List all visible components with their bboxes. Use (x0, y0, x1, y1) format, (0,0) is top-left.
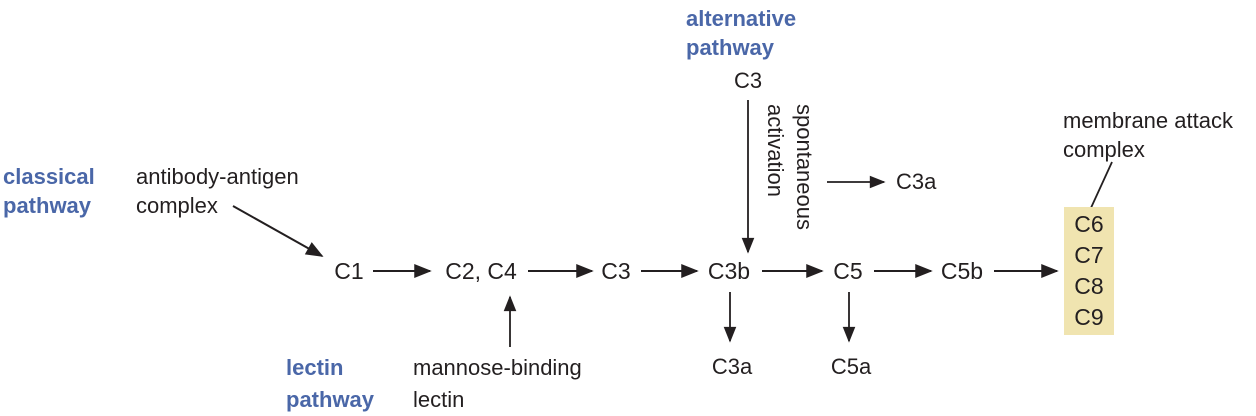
mannose-binding-lectin-line2: lectin (413, 387, 465, 412)
cascade-node-c5b: C5b (940, 258, 984, 284)
spontaneous-activation-line1: spontaneous (792, 104, 817, 230)
alternative-pathway-label: alternative pathway (686, 4, 796, 62)
c3a-alternative-byproduct: C3a (896, 169, 937, 194)
cascade-node-c5: C5 (833, 258, 863, 284)
lectin-pathway-label: lectin pathway (286, 352, 374, 416)
antibody-antigen-complex-line2: complex (136, 193, 218, 218)
mac-label: membrane attack complex (1063, 106, 1233, 164)
cascade-node-c3: C3 (601, 258, 631, 284)
mannose-binding-lectin-line1: mannose-binding (413, 355, 582, 380)
antibody-antigen-complex-label: antibody-antigen complex (136, 162, 299, 220)
mannose-binding-lectin-label: mannose-binding lectin (413, 352, 582, 416)
classical-pathway-label-line1: classical (3, 164, 95, 189)
c5a-byproduct: C5a (830, 354, 872, 379)
classical-pathway-label: classical pathway (3, 162, 95, 220)
mac-label-connector (1089, 161, 1113, 211)
mac-component-c7: C7 (1074, 242, 1104, 268)
antibody-antigen-complex-line1: antibody-antigen (136, 164, 299, 189)
spontaneous-activation-label: spontaneous activation (761, 104, 819, 254)
spontaneous-activation-line2: activation (763, 104, 788, 197)
alternative-pathway-label-line2: pathway (686, 35, 775, 60)
lectin-pathway-label-line2: pathway (286, 387, 375, 412)
lectin-pathway-label-line1: lectin (286, 355, 344, 380)
mac-label-line2: complex (1063, 137, 1145, 162)
mac-component-c6: C6 (1074, 211, 1104, 237)
c3a-byproduct: C3a (711, 354, 753, 379)
alternative-c3-trigger: C3 (733, 68, 763, 93)
cascade-node-c3b: C3b (707, 258, 751, 284)
cascade-node-c1: C1 (334, 258, 364, 284)
classical-pathway-label-line2: pathway (3, 193, 92, 218)
mac-component-c8: C8 (1074, 273, 1104, 299)
alternative-pathway-label-line1: alternative (686, 6, 797, 31)
mac-component-c9: C9 (1074, 304, 1104, 330)
mac-label-line1: membrane attack (1063, 108, 1233, 133)
mac-box: C6 C7 C8 C9 (1064, 207, 1114, 335)
cascade-node-c2-c4: C2, C4 (445, 258, 517, 284)
